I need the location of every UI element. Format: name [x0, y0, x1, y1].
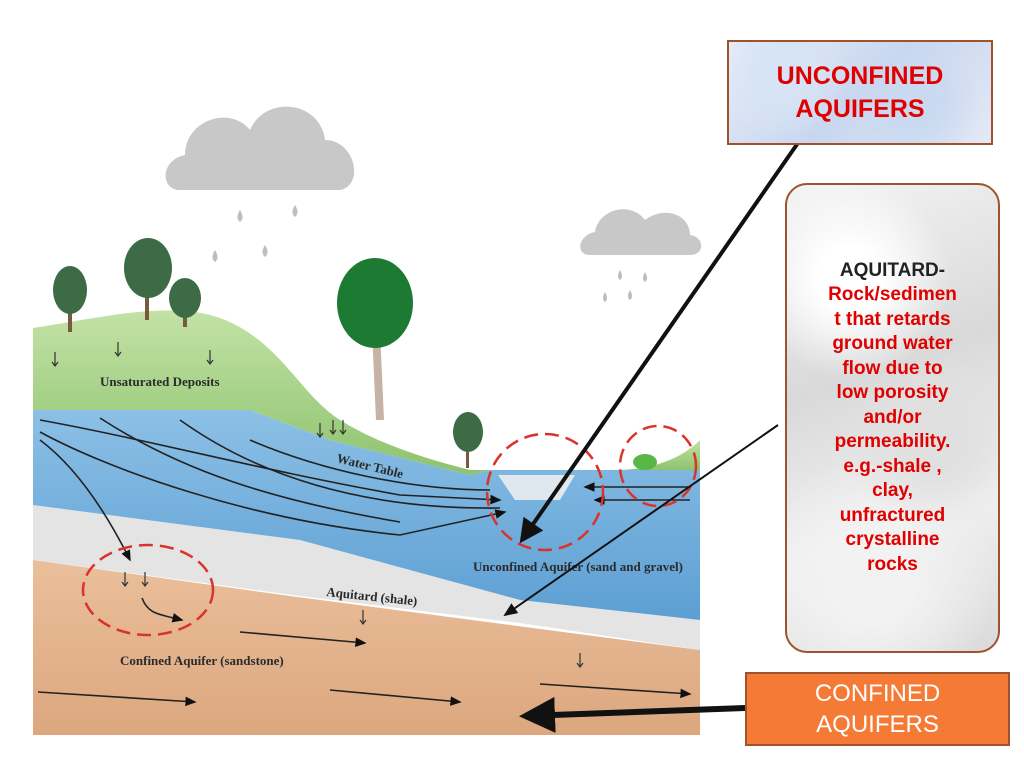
confined-aquifer-layer	[33, 560, 700, 735]
aquitard-layer	[33, 505, 700, 650]
aquitard-line: crystalline	[845, 529, 940, 551]
raindrop-icons	[212, 205, 647, 302]
unconfined-aquifers-callout: UNCONFINED AQUIFERS	[727, 40, 993, 145]
tree-icons	[53, 238, 657, 470]
confined-line-1: CONFINED	[814, 680, 941, 707]
aquitard-definition-callout: AQUITARD- Rock/sedimen t that retards gr…	[785, 183, 1000, 653]
aquitard-line: permeability.	[834, 431, 951, 453]
label-unsaturated-deposits: Unsaturated Deposits	[100, 374, 220, 389]
confined-aquifers-callout: CONFINED AQUIFERS	[745, 672, 1010, 746]
unconfined-line-1: UNCONFINED	[776, 61, 944, 90]
aquitard-line: unfractured	[839, 504, 946, 526]
highlight-circles	[81, 424, 698, 637]
aquitard-line: rocks	[867, 553, 918, 575]
label-confined-aquifer: Confined Aquifer (sandstone)	[120, 653, 284, 668]
cloud-icon-small	[580, 209, 702, 255]
aquitard-line: flow due to	[842, 357, 943, 379]
label-unconfined-aquifer: Unconfined Aquifer (sand and gravel)	[473, 559, 683, 574]
aquitard-line: e.g.-shale ,	[843, 455, 942, 477]
groundwater-flow-lines	[37, 417, 692, 707]
aquitard-line: ground water	[832, 333, 953, 355]
aquitard-line: low porosity	[836, 382, 949, 404]
aquitard-line: Rock/sedimen	[828, 284, 957, 306]
aquitard-line: clay,	[872, 480, 913, 502]
cloud-icon	[165, 106, 355, 190]
aquitard-title: AQUITARD-	[839, 259, 946, 281]
aquitard-line: t that retards	[834, 308, 951, 330]
callout-arrows	[503, 138, 802, 733]
aquitard-line: and/or	[863, 406, 922, 428]
infiltration-arrows	[51, 342, 584, 668]
confined-line-2: AQUIFERS	[816, 711, 939, 738]
unconfined-line-2: AQUIFERS	[795, 94, 925, 123]
hill-surface	[33, 310, 490, 475]
right-hillside	[615, 440, 700, 470]
unconfined-aquifer-layer	[33, 410, 700, 620]
